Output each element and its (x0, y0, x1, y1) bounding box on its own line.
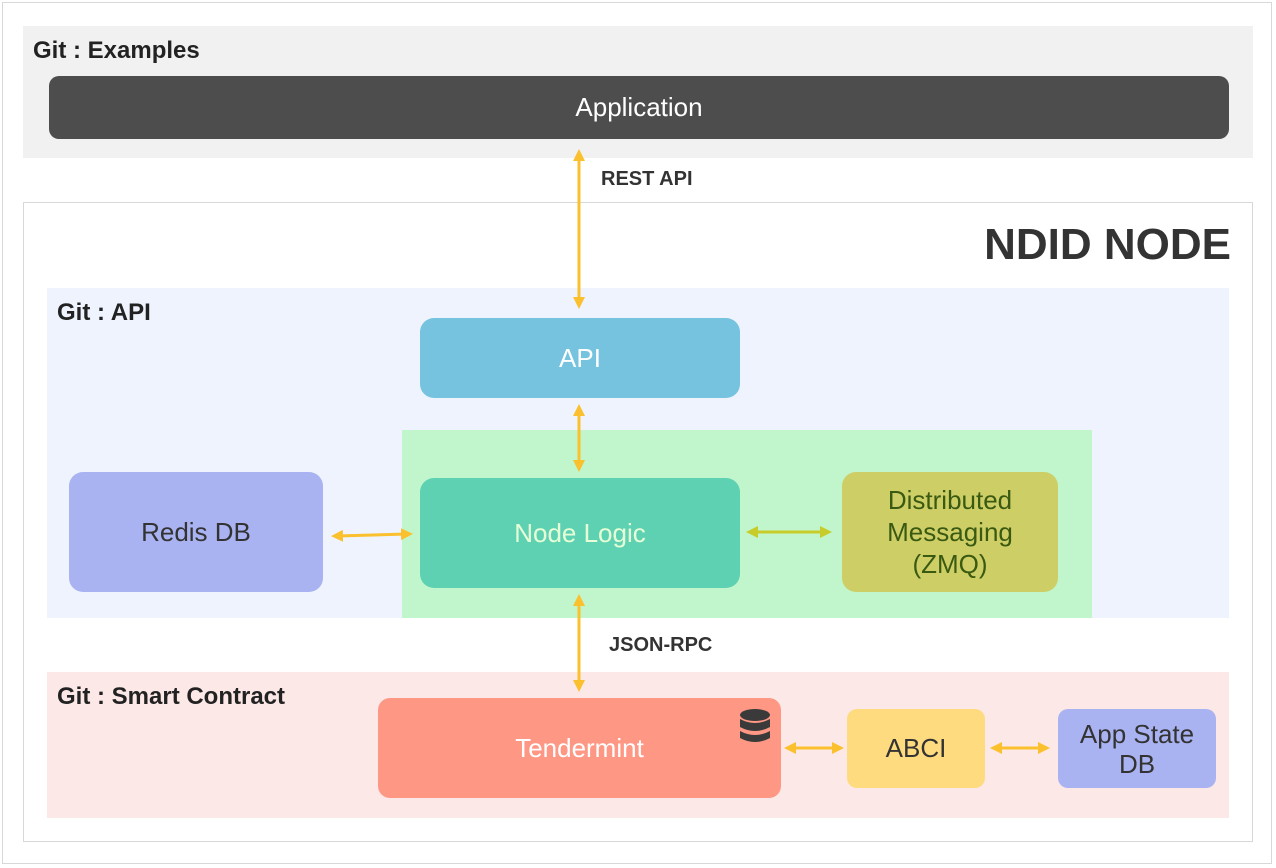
redis-db-box[interactable]: Redis DB (69, 472, 323, 592)
api-box[interactable]: API (420, 318, 740, 398)
api-label: API (559, 342, 601, 373)
distributed-messaging-line-1: Distributed (887, 485, 1013, 515)
app-state-db-line-2: DB (1118, 748, 1156, 779)
examples-section-label: Git : Examples (33, 37, 200, 64)
json-rpc-label: JSON-RPC (609, 634, 713, 656)
application-box[interactable]: Application (49, 76, 1229, 139)
node-logic-label: Node Logic (514, 517, 646, 548)
rest-api-label: REST API (601, 168, 693, 190)
smart-contract-section-label: Git : Smart Contract (57, 683, 286, 710)
abci-box[interactable]: ABCI (847, 709, 985, 788)
node-logic-box[interactable]: Node Logic (420, 478, 740, 588)
distributed-messaging-line-3: (ZMQ) (912, 549, 988, 579)
app-state-db-box[interactable]: App State DB (1058, 709, 1216, 788)
app-state-db-line-1: App State (1079, 718, 1195, 749)
tendermint-label: Tendermint (515, 732, 644, 763)
ndid-node-title: NDID NODE (984, 220, 1231, 269)
distributed-messaging-line-2: Messaging (887, 517, 1013, 547)
distributed-messaging-box[interactable]: Distributed Messaging (ZMQ) (842, 472, 1058, 592)
abci-label: ABCI (885, 733, 947, 763)
api-section-label: Git : API (57, 299, 151, 326)
redis-db-label: Redis DB (141, 516, 251, 547)
ndid-node-frame (23, 202, 1253, 842)
database-icon (740, 709, 770, 742)
redis-node-logic-arrow (331, 528, 413, 542)
tendermint-box[interactable]: Tendermint (378, 698, 781, 798)
application-label: Application (575, 92, 703, 122)
